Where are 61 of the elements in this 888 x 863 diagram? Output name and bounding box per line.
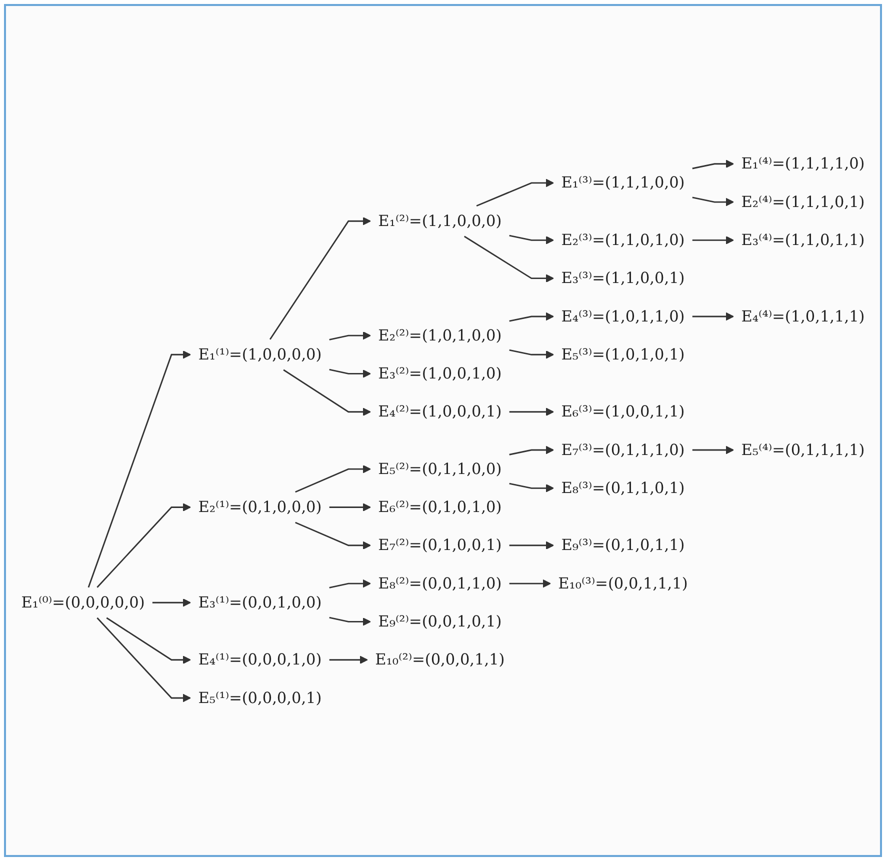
node-text: E₉⁽³⁾=(0,1,0,1,1)	[561, 535, 685, 554]
node-text: E₂⁽⁴⁾=(1,1,1,0,1)	[741, 192, 865, 210]
arrow	[692, 196, 734, 206]
node-text: E₃⁽¹⁾=(0,0,1,0,0)	[198, 592, 322, 611]
arrow	[88, 350, 191, 588]
node-text: E₆⁽²⁾=(0,1,0,1,0)	[378, 497, 502, 516]
node-text: E₃⁽²⁾=(1,0,0,1,0)	[378, 364, 502, 382]
node-text: E₁₀⁽³⁾=(0,0,1,1,1)	[558, 574, 688, 592]
node-text: E₂⁽³⁾=(1,1,0,1,0)	[561, 230, 685, 248]
arrow	[509, 407, 554, 416]
arrow	[509, 445, 554, 455]
node-text: E₃⁽⁴⁾=(1,1,0,1,1)	[741, 230, 865, 248]
node-text: E₂⁽¹⁾=(0,1,0,0,0)	[198, 497, 322, 516]
arrow	[329, 368, 371, 378]
node-text: E₇⁽²⁾=(0,1,0,0,1)	[378, 535, 502, 554]
node-text: E₁⁽¹⁾=(1,0,0,0,0)	[198, 344, 322, 363]
arrow	[692, 445, 734, 454]
node-text: E₄⁽²⁾=(1,0,0,0,1)	[378, 402, 502, 420]
node-text: E₁⁽²⁾=(1,1,0,0,0)	[378, 211, 502, 230]
arrow	[692, 159, 734, 169]
arrow	[509, 578, 551, 588]
arrow	[152, 598, 191, 606]
node-text: E₉⁽²⁾=(0,0,1,0,1)	[378, 612, 502, 630]
node-text: E₂⁽²⁾=(1,0,1,0,0)	[378, 326, 502, 344]
arrow	[509, 540, 554, 550]
arrow	[692, 236, 734, 244]
arrow	[509, 482, 554, 492]
arrow	[692, 312, 734, 320]
arrow	[509, 348, 554, 358]
arrow	[106, 616, 191, 664]
arrow	[509, 234, 554, 244]
node-text: E₁⁽⁰⁾=(0,0,0,0,0)	[21, 592, 145, 611]
node-text: E₅⁽⁴⁾=(0,1,1,1,1)	[741, 440, 865, 458]
node-text: E₈⁽³⁾=(0,1,1,0,1)	[561, 478, 685, 496]
node-text: E₄⁽⁴⁾=(1,0,1,1,1)	[741, 306, 865, 325]
arrow	[476, 178, 554, 206]
arrow	[96, 502, 191, 588]
arrow	[509, 312, 554, 322]
node-text: E₇⁽³⁾=(0,1,1,1,0)	[561, 440, 685, 458]
arrow	[329, 502, 371, 511]
node-text: E₁⁽³⁾=(1,1,1,0,0)	[561, 172, 685, 192]
arrow	[295, 464, 371, 492]
arrow	[269, 216, 371, 340]
node-text: E₅⁽²⁾=(0,1,1,0,0)	[378, 459, 502, 478]
node-text: E₈⁽²⁾=(0,0,1,1,0)	[378, 574, 502, 592]
arrow	[96, 616, 191, 702]
arrow	[329, 655, 368, 664]
arrow	[283, 368, 371, 416]
node-text: E₃⁽³⁾=(1,1,0,0,1)	[561, 268, 685, 286]
arrow	[329, 616, 371, 626]
node-text: E₅⁽¹⁾=(0,0,0,0,1)	[198, 688, 322, 706]
arrow	[295, 521, 371, 550]
arrow	[464, 235, 554, 282]
node-text: E₄⁽¹⁾=(0,0,0,1,0)	[198, 650, 322, 668]
node-text: E₄⁽³⁾=(1,0,1,1,0)	[561, 306, 685, 325]
arrow	[329, 330, 371, 340]
node-text: E₆⁽³⁾=(1,0,0,1,1)	[561, 402, 685, 420]
node-text: E₅⁽³⁾=(1,0,1,0,1)	[561, 344, 685, 363]
arrow	[329, 578, 371, 588]
node-text: E₁₀⁽²⁾=(0,0,0,1,1)	[375, 650, 505, 668]
node-text: E₁⁽⁴⁾=(1,1,1,1,0)	[741, 154, 865, 172]
